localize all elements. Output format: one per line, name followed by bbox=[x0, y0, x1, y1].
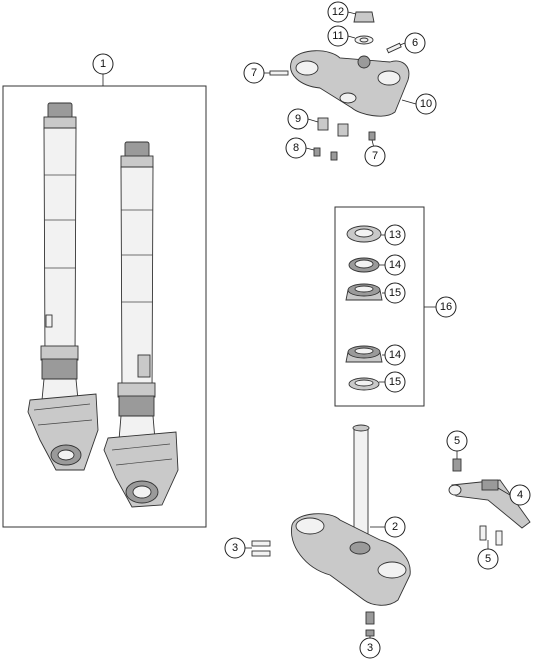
callout-12: 12 bbox=[327, 1, 349, 23]
callout-13-label: 13 bbox=[389, 229, 401, 241]
callout-4: 4 bbox=[509, 484, 531, 506]
steering-damper bbox=[448, 458, 531, 546]
callout-11-label: 11 bbox=[332, 30, 343, 42]
callout-15-lower-label: 15 bbox=[389, 376, 401, 388]
callout-8-label: 8 bbox=[293, 142, 299, 154]
leader-6 bbox=[399, 42, 406, 46]
callout-7-left: 7 bbox=[243, 62, 265, 84]
upper-triple-clamp bbox=[269, 11, 410, 161]
callout-12-label: 12 bbox=[332, 6, 344, 18]
callout-11: 11 bbox=[327, 25, 349, 47]
callout-10: 10 bbox=[415, 93, 437, 115]
callout-6-label: 6 bbox=[412, 37, 418, 49]
callout-14-lower-label: 14 bbox=[389, 349, 401, 361]
callout-16: 16 bbox=[435, 296, 457, 318]
callout-3-left: 3 bbox=[224, 537, 246, 559]
callout-10-label: 10 bbox=[420, 98, 432, 110]
callout-5-top-label: 5 bbox=[454, 435, 460, 447]
callout-2-label: 2 bbox=[392, 521, 398, 533]
callout-8: 8 bbox=[285, 137, 307, 159]
callout-6: 6 bbox=[404, 32, 426, 54]
callout-14-upper-label: 14 bbox=[389, 259, 401, 271]
callout-15-upper: 15 bbox=[384, 282, 406, 304]
fork-assembly-frame bbox=[2, 85, 207, 528]
callout-9-label: 9 bbox=[295, 113, 301, 125]
callout-14-upper: 14 bbox=[384, 254, 406, 276]
callout-1-label: 1 bbox=[100, 58, 106, 70]
leader-8 bbox=[305, 147, 315, 151]
callout-3-bottom-label: 3 bbox=[367, 642, 373, 654]
callout-15-lower: 15 bbox=[384, 371, 406, 393]
callout-13: 13 bbox=[384, 224, 406, 246]
lower-triple-clamp bbox=[251, 424, 411, 637]
bearing-kit bbox=[345, 225, 383, 391]
callout-1: 1 bbox=[92, 53, 114, 75]
leader-12 bbox=[347, 11, 357, 15]
callout-16-label: 16 bbox=[440, 301, 452, 313]
callout-3-bottom: 3 bbox=[359, 637, 381, 659]
callout-5-bottom-label: 5 bbox=[485, 553, 491, 565]
callout-5-top: 5 bbox=[446, 430, 468, 452]
callout-2: 2 bbox=[384, 516, 406, 538]
leader-4 bbox=[497, 487, 511, 496]
callout-14-lower: 14 bbox=[384, 344, 406, 366]
fork-leg-right bbox=[103, 141, 179, 508]
leader-11 bbox=[347, 35, 356, 39]
callout-7-left-label: 7 bbox=[251, 67, 257, 79]
callout-9: 9 bbox=[287, 108, 309, 130]
bearing-kit-frame bbox=[334, 206, 425, 407]
callout-15-upper-label: 15 bbox=[389, 287, 401, 299]
callout-7-right-label: 7 bbox=[372, 150, 378, 162]
fork-leg-left bbox=[27, 102, 99, 471]
leader-9 bbox=[307, 118, 319, 123]
callout-4-label: 4 bbox=[517, 489, 523, 501]
leader-10 bbox=[401, 99, 417, 105]
callout-3-left-label: 3 bbox=[232, 542, 238, 554]
callout-7-right: 7 bbox=[364, 145, 386, 167]
callout-5-bottom: 5 bbox=[477, 548, 499, 570]
